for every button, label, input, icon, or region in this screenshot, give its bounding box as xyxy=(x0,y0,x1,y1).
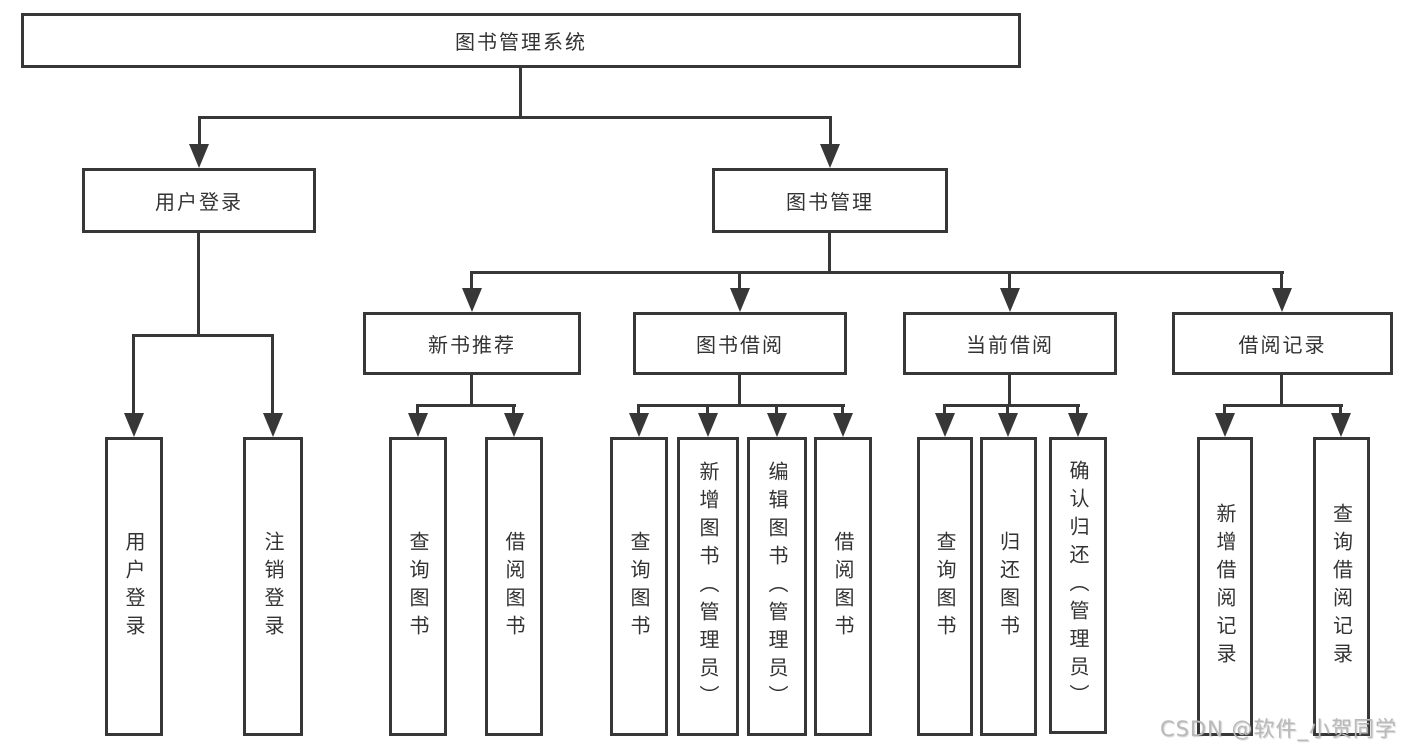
connector-line xyxy=(841,404,844,413)
arrow-down-icon xyxy=(1215,413,1235,437)
arrow-down-icon xyxy=(1068,413,1088,437)
node-new-book-recommend: 新书推荐 xyxy=(363,312,581,375)
connector-line xyxy=(519,68,522,118)
leaf-add-book-admin: 新增图书（管理员） xyxy=(677,437,739,736)
arrow-down-icon xyxy=(767,413,787,437)
connector-line xyxy=(829,116,832,144)
connector-line xyxy=(1280,271,1283,288)
arrow-down-icon xyxy=(730,288,750,312)
leaf-borrow-books-recommend: 借阅图书 xyxy=(485,437,543,736)
arrow-down-icon xyxy=(820,144,840,168)
connector-line xyxy=(1223,404,1226,413)
leaf-query-books-borrow: 查询图书 xyxy=(610,437,668,736)
node-current-borrow: 当前借阅 xyxy=(903,312,1117,375)
leaf-add-borrow-record: 新增借阅记录 xyxy=(1197,437,1253,736)
connector-line xyxy=(416,404,419,413)
connector-line xyxy=(1008,375,1011,406)
connector-line xyxy=(1223,404,1343,407)
connector-line xyxy=(198,116,201,144)
node-book-management: 图书管理 xyxy=(712,168,948,233)
connector-line xyxy=(271,334,274,413)
arrow-down-icon xyxy=(1272,288,1292,312)
connector-line xyxy=(706,404,709,413)
connector-line xyxy=(775,404,778,413)
connector-line xyxy=(198,116,832,119)
connector-line xyxy=(132,334,135,413)
arrow-down-icon xyxy=(124,413,144,437)
arrow-down-icon xyxy=(263,413,283,437)
arrow-down-icon xyxy=(698,413,718,437)
node-book-borrow: 图书借阅 xyxy=(633,312,847,375)
leaf-query-borrow-record: 查询借阅记录 xyxy=(1313,437,1370,736)
connector-line xyxy=(132,334,274,337)
leaf-borrow-books: 借阅图书 xyxy=(814,437,872,736)
node-user-login: 用户登录 xyxy=(82,168,316,233)
arrow-down-icon xyxy=(462,288,482,312)
connector-line xyxy=(470,375,473,406)
connector-line xyxy=(738,375,741,406)
arrow-down-icon xyxy=(935,413,955,437)
connector-line xyxy=(637,404,845,407)
leaf-query-books-current: 查询图书 xyxy=(917,437,973,736)
leaf-edit-book-admin: 编辑图书（管理员） xyxy=(747,437,807,736)
connector-line xyxy=(637,404,640,413)
csdn-watermark: CSDN @软件_小贺同学 xyxy=(1159,717,1397,741)
arrow-down-icon xyxy=(1331,413,1351,437)
connector-line xyxy=(738,271,741,288)
arrow-down-icon xyxy=(1000,288,1020,312)
connector-line xyxy=(197,233,200,336)
arrow-down-icon xyxy=(998,413,1018,437)
connector-line xyxy=(1339,404,1342,413)
connector-line xyxy=(470,271,473,288)
arrow-down-icon xyxy=(833,413,853,437)
connector-line xyxy=(1006,404,1009,413)
connector-line xyxy=(828,233,831,273)
connector-line xyxy=(416,404,516,407)
leaf-confirm-return-admin: 确认归还（管理员） xyxy=(1049,437,1107,734)
leaf-query-books-recommend: 查询图书 xyxy=(389,437,447,736)
leaf-logout: 注销登录 xyxy=(243,437,303,736)
connector-line xyxy=(470,271,1284,274)
arrow-down-icon xyxy=(504,413,524,437)
leaf-return-books: 归还图书 xyxy=(980,437,1037,736)
node-borrow-records: 借阅记录 xyxy=(1172,312,1393,375)
arrow-down-icon xyxy=(629,413,649,437)
connector-line xyxy=(943,404,946,413)
connector-line xyxy=(1076,404,1079,413)
connector-line xyxy=(943,404,1080,407)
node-library-system: 图书管理系统 xyxy=(21,13,1021,68)
connector-line xyxy=(1008,271,1011,288)
arrow-down-icon xyxy=(408,413,428,437)
connector-line xyxy=(1280,375,1283,406)
leaf-user-login: 用户登录 xyxy=(105,437,163,736)
arrow-down-icon xyxy=(189,144,209,168)
connector-line xyxy=(512,404,515,413)
